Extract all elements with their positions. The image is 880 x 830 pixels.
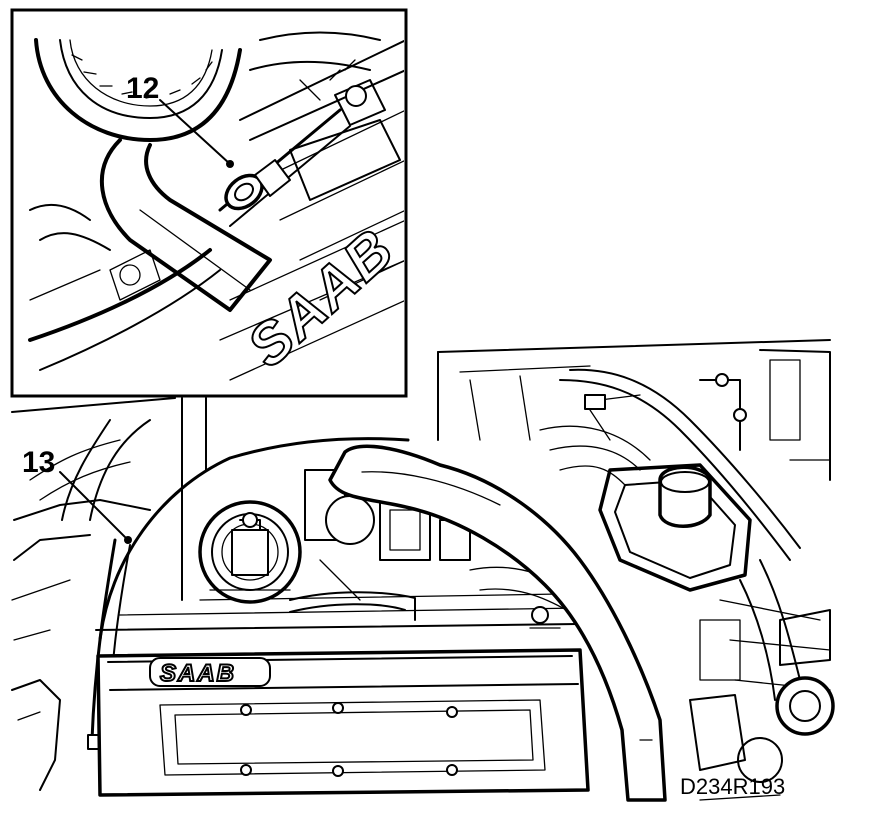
callout-12-label: 12	[126, 72, 159, 105]
detail-hose	[99, 138, 272, 312]
intake-pipe	[328, 444, 667, 802]
detail-inset: SAAB	[10, 8, 408, 398]
center-components	[289, 469, 581, 629]
valve-cover: SAAB	[96, 648, 590, 797]
detail-inset-frame	[10, 8, 408, 398]
engine-front	[95, 593, 581, 631]
brake-reservoir	[598, 463, 752, 592]
component-outline	[98, 437, 410, 642]
lower-right-components	[689, 609, 835, 801]
valve-cover-logo: SAAB	[160, 660, 236, 687]
detail-bracket	[29, 203, 161, 301]
detail-top-right	[249, 31, 381, 101]
detail-leader-lines	[181, 397, 207, 601]
callout-13-label: 13	[22, 446, 55, 479]
callout-12: 12	[126, 72, 234, 168]
callout-13: 13	[22, 446, 132, 544]
ignition-cap	[198, 500, 302, 604]
detail-pipe	[28, 59, 386, 371]
detail-belt	[34, 38, 242, 142]
reference-code: D234R193	[680, 774, 785, 799]
engine-bay-main-view: SAAB	[11, 339, 835, 802]
bulkhead-lines	[437, 339, 831, 481]
